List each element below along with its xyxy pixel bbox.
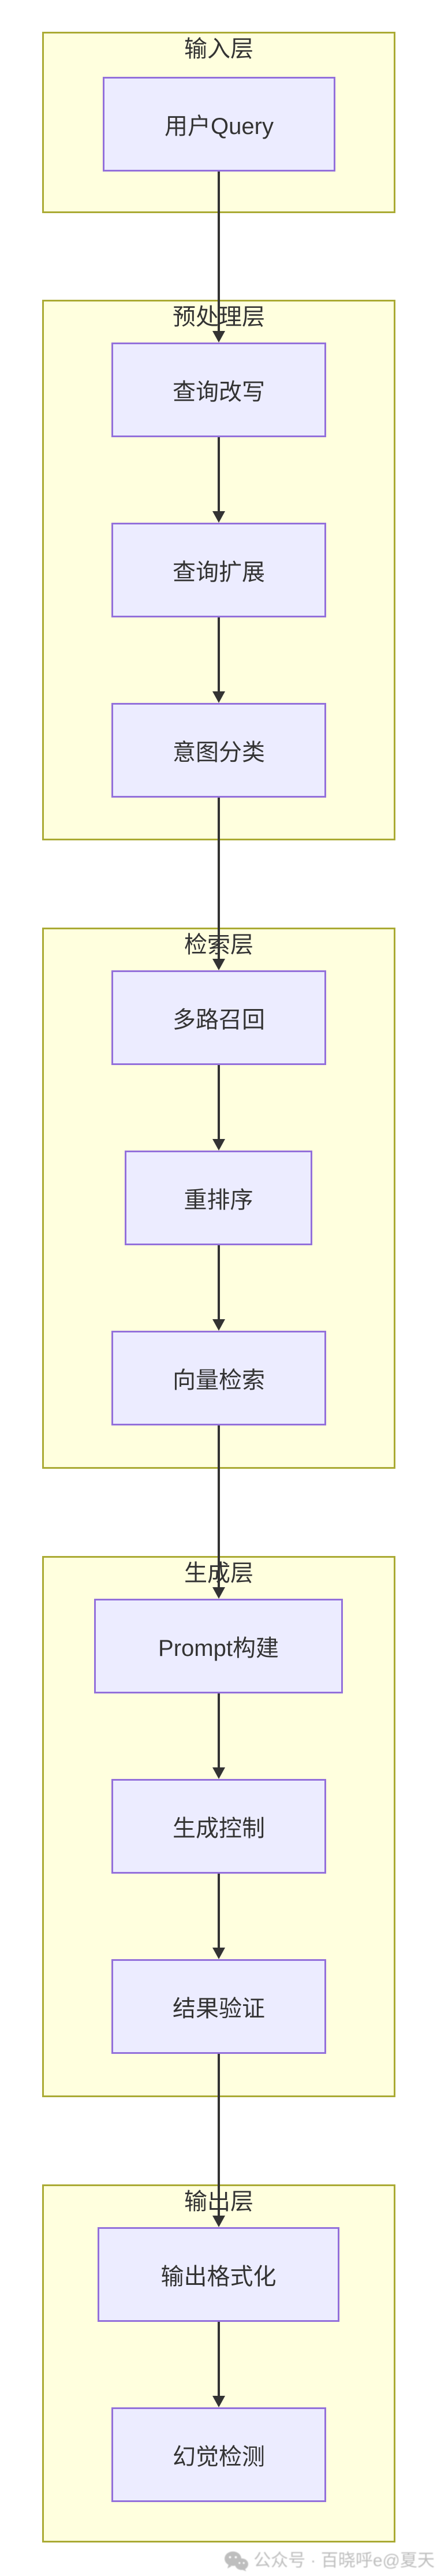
arrowhead-icon [212, 511, 225, 523]
flow-node-label: 查询扩展 [173, 560, 265, 585]
edge-line [218, 1425, 220, 1589]
flow-node-label: 幻觉检测 [173, 2444, 265, 2470]
edge-line [218, 172, 220, 333]
edge-line [218, 1693, 220, 1770]
flow-node-label: 生成控制 [173, 1816, 265, 1841]
flow-node: 幻觉检测 [111, 2407, 326, 2502]
arrowhead-icon [212, 959, 225, 970]
flow-node-label: 结果验证 [173, 1996, 265, 2022]
arrowhead-icon [212, 1587, 225, 1599]
arrowhead-icon [212, 1767, 225, 1779]
flow-node-label: 向量检索 [173, 1368, 265, 1393]
edge-line [218, 1874, 220, 1950]
edge-line [218, 617, 220, 694]
arrowhead-icon [212, 2396, 225, 2407]
layer-title: 输入层 [184, 36, 253, 62]
flow-node: 用户Query [103, 77, 335, 172]
flow-node: Prompt构建 [94, 1599, 343, 1693]
flow-node: 意图分类 [111, 703, 326, 798]
flow-node-label: 用户Query [165, 114, 274, 139]
flow-node: 重排序 [125, 1151, 312, 1245]
arrowhead-icon [212, 1948, 225, 1959]
flow-node-label: 查询改写 [173, 379, 265, 405]
flow-node: 向量检索 [111, 1331, 326, 1425]
arrowhead-icon [212, 1319, 225, 1331]
flow-node: 生成控制 [111, 1779, 326, 1874]
flow-node: 输出格式化 [98, 2227, 339, 2322]
edge-line [218, 798, 220, 961]
watermark-text: 公众号 · 百晓呼e@夏天 [253, 2551, 435, 2570]
wechat-icon [224, 2551, 249, 2571]
arrowhead-icon [212, 2216, 225, 2227]
flow-node: 多路召回 [111, 970, 326, 1065]
edge-line [218, 1245, 220, 1321]
flow-node: 查询改写 [111, 343, 326, 437]
flow-node: 查询扩展 [111, 523, 326, 617]
edge-line [218, 1065, 220, 1141]
flow-node-label: 意图分类 [173, 740, 265, 765]
watermark: 公众号 · 百晓呼e@夏天 [224, 2548, 435, 2574]
flow-node-label: Prompt构建 [158, 1636, 279, 1661]
flow-node-label: 重排序 [184, 1188, 253, 1213]
edge-line [218, 2054, 220, 2218]
arrowhead-icon [212, 1139, 225, 1151]
arrowhead-icon [212, 331, 225, 343]
edge-line [218, 437, 220, 513]
flow-node-label: 输出格式化 [160, 2264, 277, 2290]
edge-line [218, 2322, 220, 2398]
flow-node-label: 多路召回 [173, 1007, 265, 1033]
arrowhead-icon [212, 691, 225, 703]
flow-node: 结果验证 [111, 1959, 326, 2054]
